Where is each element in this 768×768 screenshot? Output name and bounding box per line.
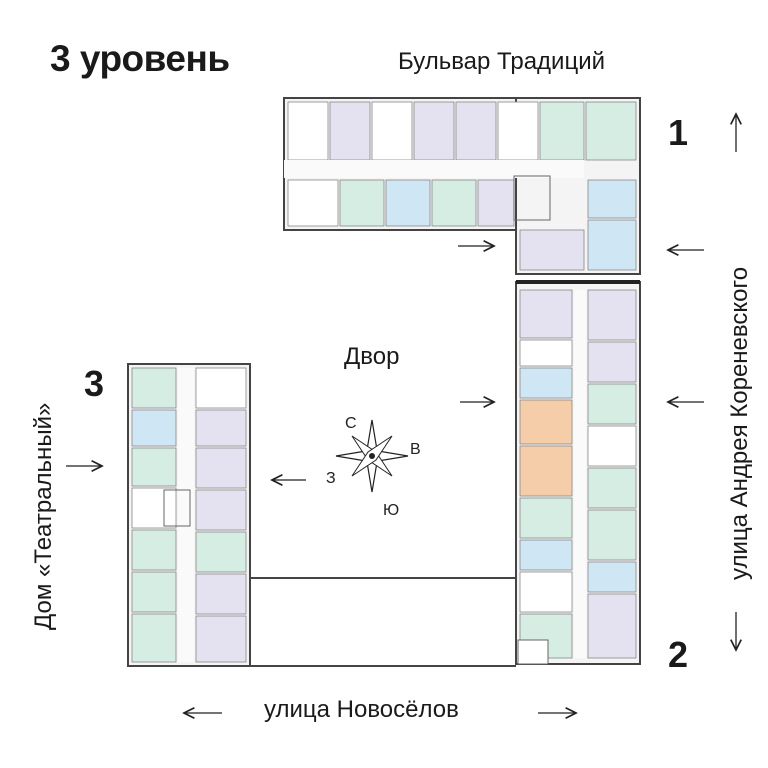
section-number-2: 2 — [668, 634, 689, 675]
compass-west: З — [326, 470, 336, 487]
section-number-3: 3 — [84, 363, 105, 404]
compass-south: Ю — [383, 502, 399, 519]
page-title: 3 уровень — [50, 38, 230, 79]
compass-icon — [335, 419, 409, 493]
section-number-1: 1 — [668, 112, 689, 153]
courtyard-label: Двор — [344, 343, 400, 370]
compass-north: С — [345, 415, 357, 432]
building-section-3 — [127, 363, 251, 667]
compass-east: В — [410, 441, 421, 458]
building-section-1 — [283, 97, 641, 275]
street-label-bottom: улица Новосёлов — [264, 696, 459, 723]
street-label-top: Бульвар Традиций — [398, 48, 606, 75]
building-section-2 — [515, 280, 641, 665]
entrance-arrows — [66, 114, 736, 713]
